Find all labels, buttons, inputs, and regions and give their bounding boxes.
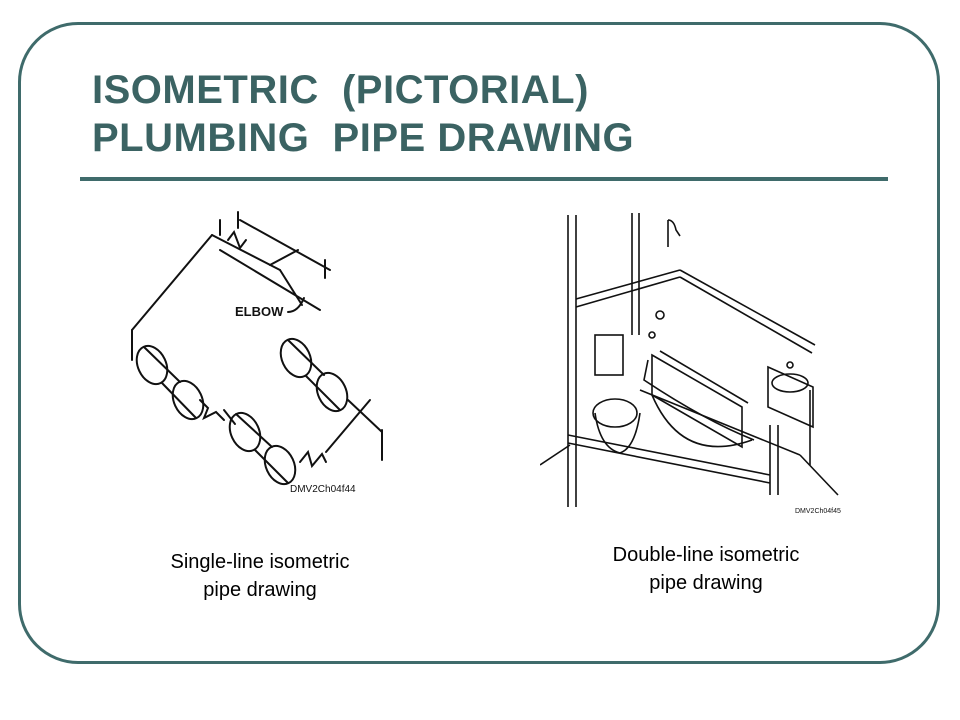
title-line-1: ISOMETRIC (PICTORIAL): [92, 68, 589, 112]
title-line-2: PLUMBING PIPE DRAWING: [92, 116, 635, 160]
double-figure-code: DMV2Ch04f45: [795, 508, 841, 515]
double-line-pipe-drawing: DMV2Ch04f45: [540, 213, 841, 515]
slide-frame: [18, 22, 940, 664]
elbow-label: ELBOW: [235, 304, 284, 319]
double-caption-line-1: Double-line isometric: [612, 544, 800, 566]
slide-title: ISOMETRIC (PICTORIAL) PLUMBING PIPE DRAW…: [92, 66, 634, 162]
single-caption-line-2: pipe drawing: [203, 579, 317, 601]
single-line-pipe-drawing: ELBOW DMV2Ch04f44: [131, 211, 383, 495]
single-line-caption: Single-line isometric pipe drawing: [140, 548, 380, 604]
single-caption-line-1: Single-line isometric: [170, 551, 350, 573]
title-underline: [80, 177, 888, 181]
single-figure-code: DMV2Ch04f44: [290, 484, 356, 495]
double-caption-line-2: pipe drawing: [649, 572, 763, 594]
double-line-caption: Double-line isometric pipe drawing: [576, 541, 836, 597]
